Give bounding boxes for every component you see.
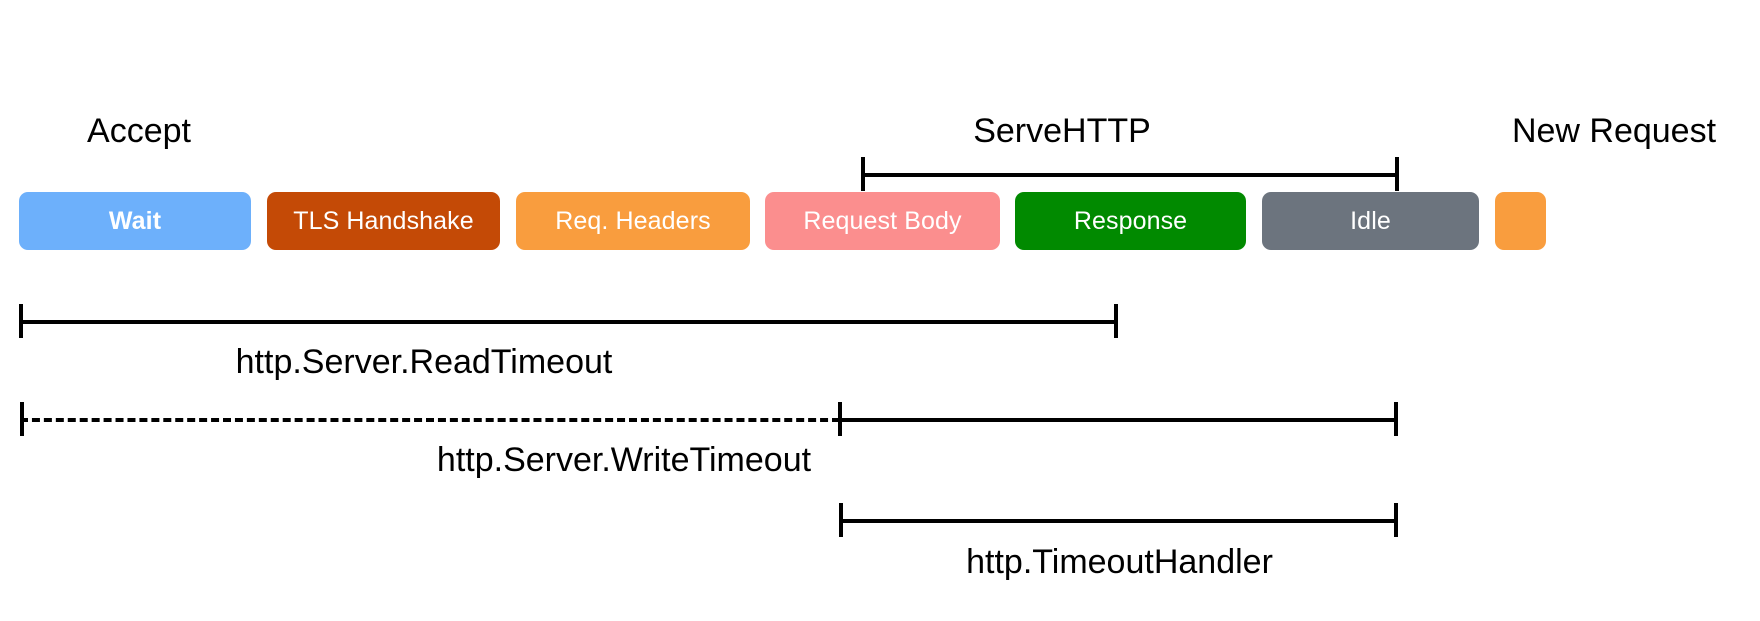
bracket-tick-middle bbox=[838, 402, 842, 436]
phase-label-tls-handshake: TLS Handshake bbox=[293, 206, 474, 235]
phase-label-idle: Idle bbox=[1350, 206, 1391, 235]
group-label-servehttp: ServeHTTP bbox=[973, 112, 1151, 150]
phase-bar-response[interactable]: Response bbox=[1015, 192, 1246, 250]
timing-label-timeout-handler: http.TimeoutHandler bbox=[966, 543, 1273, 581]
bracket-tick-start bbox=[861, 157, 865, 191]
bracket-tick-start bbox=[19, 304, 23, 338]
bracket-line-solid bbox=[861, 173, 1399, 177]
timing-label-write-timeout: http.Server.WriteTimeout bbox=[436, 441, 812, 479]
bracket-line-dashed bbox=[20, 418, 840, 422]
timing-label-read-timeout: http.Server.ReadTimeout bbox=[235, 343, 613, 381]
bracket-tick-start bbox=[20, 402, 24, 436]
phase-bar-tls-handshake[interactable]: TLS Handshake bbox=[267, 192, 500, 250]
bracket-line-solid bbox=[840, 418, 1398, 422]
bracket-tick-start bbox=[839, 503, 843, 537]
group-label-accept: Accept bbox=[87, 112, 191, 150]
phase-bar-req-headers[interactable]: Req. Headers bbox=[516, 192, 750, 250]
bracket-tick-end bbox=[1114, 304, 1118, 338]
phase-bar-idle[interactable]: Idle bbox=[1262, 192, 1479, 250]
bracket-tick-end bbox=[1394, 503, 1398, 537]
group-label-new-request: New Request bbox=[1511, 112, 1717, 150]
phase-label-request-body: Request Body bbox=[803, 206, 962, 235]
bracket-line-solid bbox=[19, 320, 1118, 324]
phase-bar-request-body[interactable]: Request Body bbox=[765, 192, 1000, 250]
phase-label-wait: Wait bbox=[108, 206, 162, 235]
phase-label-response: Response bbox=[1073, 206, 1188, 235]
bracket-line-solid bbox=[839, 519, 1398, 523]
phase-bar-next-request[interactable] bbox=[1495, 192, 1546, 250]
bracket-tick-end bbox=[1395, 157, 1399, 191]
phase-label-req-headers: Req. Headers bbox=[555, 206, 711, 235]
bracket-tick-end bbox=[1394, 402, 1398, 436]
phase-bar-wait[interactable]: Wait bbox=[19, 192, 251, 250]
